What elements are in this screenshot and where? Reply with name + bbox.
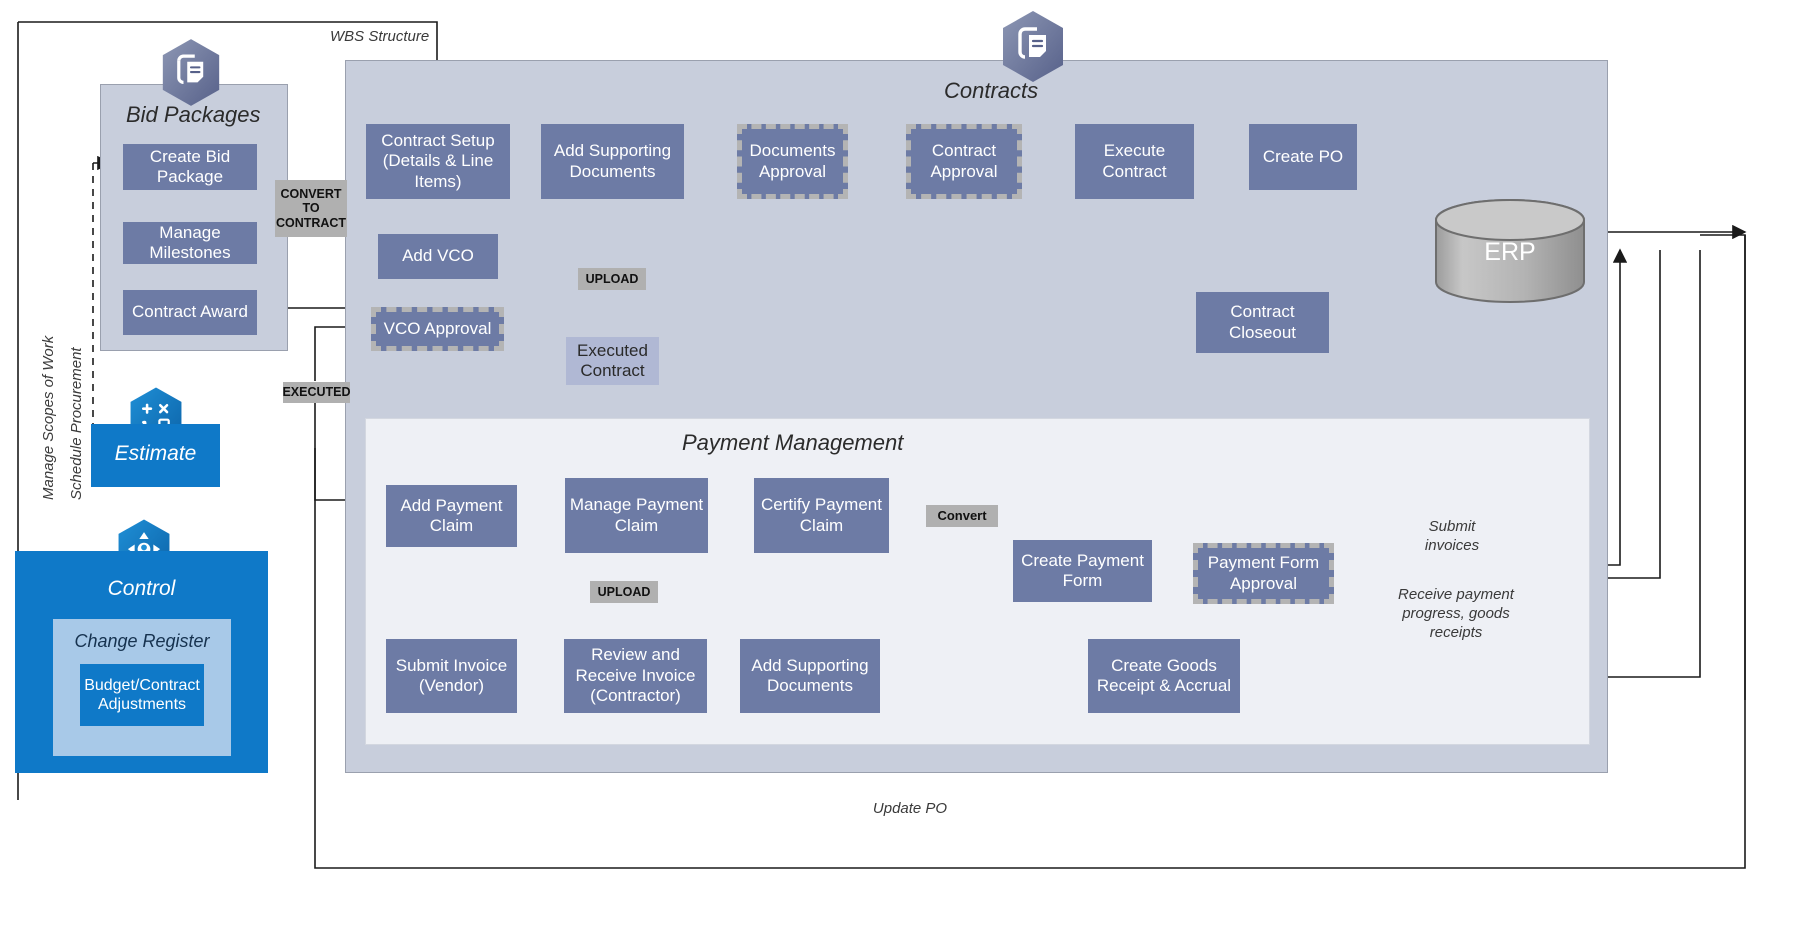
budget-contract-adjustments[interactable]: Budget/Contract Adjustments [80, 664, 204, 726]
bid-packages-zone-title: Bid Packages [126, 102, 261, 127]
change-register-panel[interactable]: Change Register Budget/Contract Adjustme… [53, 619, 231, 756]
step-contract-setup[interactable]: Contract Setup (Details & Line Items) [366, 124, 510, 199]
tag-convert-to-contract: CONVERT TO CONTRACT [275, 180, 347, 237]
erp-system[interactable]: ERP [1430, 196, 1590, 306]
step-vco-approval[interactable]: VCO Approval [371, 307, 504, 351]
contracts-document-hex-icon [1000, 10, 1066, 84]
annotation-submit-invoices: Submit invoices [1424, 518, 1480, 554]
step-create-goods-receipt-accrual[interactable]: Create Goods Receipt & Accrual [1088, 639, 1240, 713]
annotation-receive-payment-progress: Receive payment progress, goods receipts [1398, 586, 1514, 641]
step-manage-milestones[interactable]: Manage Milestones [123, 222, 257, 264]
step-add-supporting-documents-contract[interactable]: Add Supporting Documents [541, 124, 684, 199]
annotation-update-po: Update PO [872, 800, 948, 817]
step-add-payment-claim[interactable]: Add Payment Claim [386, 485, 517, 547]
step-documents-approval[interactable]: Documents Approval [737, 124, 848, 199]
step-contract-closeout[interactable]: Contract Closeout [1196, 292, 1329, 353]
change-register-title: Change Register [74, 631, 210, 651]
database-cylinder-icon [1435, 199, 1585, 303]
product-card-estimate-title: Estimate [114, 442, 197, 465]
payment-management-zone-title: Payment Management [682, 430, 904, 455]
payment-management-zone [365, 418, 1590, 745]
step-manage-payment-claim[interactable]: Manage Payment Claim [565, 478, 708, 553]
step-create-bid-package[interactable]: Create Bid Package [123, 144, 257, 190]
contracts-zone-title: Contracts [944, 78, 1039, 103]
product-card-estimate[interactable]: Estimate [91, 424, 220, 487]
annotation-manage-scopes-of-work: Manage Scopes of Work [40, 335, 57, 500]
annotation-schedule-procurement: Schedule Procurement [68, 347, 85, 500]
step-contract-award[interactable]: Contract Award [123, 290, 257, 335]
product-card-control[interactable]: Control Change Register Budget/Contract … [15, 551, 268, 773]
erp-label: ERP [1484, 238, 1536, 266]
step-create-po[interactable]: Create PO [1249, 124, 1357, 190]
tag-upload-invoice: UPLOAD [590, 581, 658, 603]
step-contract-approval[interactable]: Contract Approval [906, 124, 1022, 199]
step-executed-contract[interactable]: Executed Contract [566, 337, 659, 385]
step-create-payment-form[interactable]: Create Payment Form [1013, 540, 1152, 602]
bid-packages-document-hex-icon [160, 38, 222, 108]
step-payment-form-approval[interactable]: Payment Form Approval [1193, 543, 1334, 604]
product-card-control-title: Control [107, 577, 176, 600]
step-execute-contract[interactable]: Execute Contract [1075, 124, 1194, 199]
step-submit-invoice-vendor[interactable]: Submit Invoice (Vendor) [386, 639, 517, 713]
step-add-vco[interactable]: Add VCO [378, 234, 498, 279]
tag-upload-documents: UPLOAD [578, 268, 646, 290]
tag-convert: Convert [926, 505, 998, 527]
step-certify-payment-claim[interactable]: Certify Payment Claim [754, 478, 889, 553]
annotation-wbs-structure: WBS Structure [330, 28, 430, 45]
step-add-supporting-documents-payment[interactable]: Add Supporting Documents [740, 639, 880, 713]
step-review-receive-invoice-contractor[interactable]: Review and Receive Invoice (Contractor) [564, 639, 707, 713]
tag-executed: EXECUTED [282, 382, 351, 403]
